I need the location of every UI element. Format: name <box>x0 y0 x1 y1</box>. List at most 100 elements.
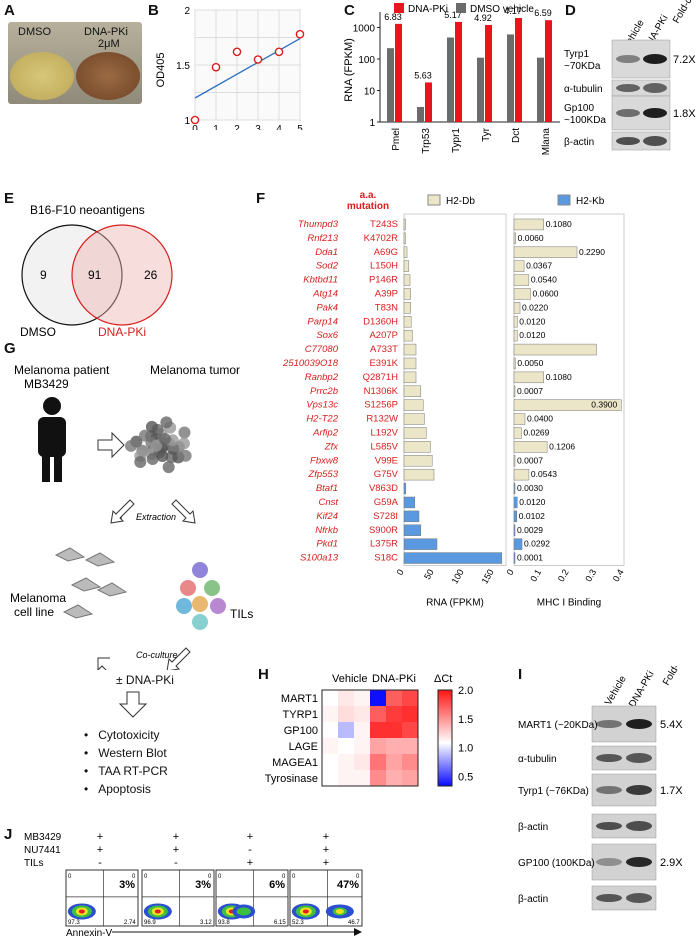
heatmap-cell <box>354 770 370 786</box>
quadrant-q2: 0 <box>208 874 212 880</box>
mutation-label: V99E <box>375 455 398 466</box>
col-group-dnapki: DNA-PKi <box>372 673 416 685</box>
apoptosis-percent: 47% <box>337 879 359 891</box>
x-tick-label: 0.2 <box>556 568 571 584</box>
mhc-value-label: 0.0400 <box>527 414 553 424</box>
blot-fold-value: 7.2X <box>673 54 696 66</box>
category-label: Typr1 <box>451 128 462 153</box>
col-group-vehicle: Vehicle <box>332 673 367 685</box>
arrow-coculture-left-icon <box>97 657 110 670</box>
heatmap-cell <box>338 738 354 754</box>
quadrant-q3: 96.9 <box>144 920 156 926</box>
heatmap-cell <box>322 706 338 722</box>
gene-label: Zfx <box>324 441 339 452</box>
apoptosis-percent: 3% <box>119 879 135 891</box>
legend-label-db: H2-Db <box>446 196 475 207</box>
legend-swatch-kb <box>557 194 571 206</box>
blot-row-label: β-actin <box>518 894 548 905</box>
y-tick-label: 100 <box>358 55 375 66</box>
gene-label: Sox6 <box>316 330 338 341</box>
mutation-label: N1306K <box>364 386 399 397</box>
fold-annotation: 4.17 <box>504 6 522 16</box>
quadrant-q1: 0 <box>292 874 296 880</box>
panel-label-i: I <box>518 666 523 683</box>
rna-bar <box>403 260 410 272</box>
condition-label: MB3429 <box>24 832 62 843</box>
y-tick-label: 1 <box>184 116 190 127</box>
mhc-value-label: 0.0029 <box>517 525 543 535</box>
mutation-label: T83N <box>375 302 398 313</box>
heatmap-cell <box>370 722 386 738</box>
blot-row-size: ~70KDa <box>564 61 601 72</box>
blot-band <box>643 108 667 118</box>
x-tick-label: 0 <box>192 124 198 130</box>
panel-label-f: F <box>256 190 266 207</box>
extraction-label: Extraction <box>136 512 176 522</box>
heatmap-cell <box>402 738 418 754</box>
heatmap-row-label: MART1 <box>281 693 318 705</box>
quadrant-q4: 3.12 <box>200 920 212 926</box>
tumor-cell <box>146 453 159 466</box>
mhc-bar <box>513 371 544 384</box>
mhc-bar <box>513 316 518 328</box>
blot-band <box>616 55 640 63</box>
mutation-label: S728I <box>373 511 398 522</box>
blot-band <box>616 137 640 145</box>
mutation-header-2: mutation <box>347 201 389 212</box>
heatmap-cell <box>354 722 370 738</box>
blot-row-size: ~100KDa <box>564 115 606 126</box>
melanoma-cell <box>84 552 116 567</box>
cell-line-icon <box>54 547 128 619</box>
gene-label: Kbtbd11 <box>303 275 338 286</box>
gene-label: Prrc2b <box>310 386 338 397</box>
blot-band <box>643 83 667 93</box>
gene-label: Pak4 <box>316 302 338 313</box>
mutation-label: G75V <box>374 469 399 480</box>
blot-band <box>643 136 667 146</box>
blot-row-label: Tyrp1 (~76KDa) <box>518 786 589 797</box>
data-point <box>295 29 305 39</box>
panel-label-b: B <box>148 2 159 19</box>
panel-label-c: C <box>344 2 355 19</box>
mutation-label: A207P <box>369 330 398 341</box>
rna-bar <box>403 524 422 536</box>
mhc-bar <box>513 218 544 231</box>
heatmap-row-label: MAGEA1 <box>272 757 318 769</box>
tumor-cell <box>162 461 175 474</box>
bar-dmso <box>447 37 454 122</box>
blot-band <box>626 719 652 729</box>
mhc-bar <box>513 232 516 245</box>
col-label-vehicle: Vehicle <box>603 674 629 708</box>
mhc-bar <box>513 302 521 314</box>
tumor-icon <box>125 416 192 474</box>
mutation-header: a.a. <box>360 190 377 201</box>
quadrant-q2: 0 <box>132 874 136 880</box>
rna-bar <box>403 371 417 384</box>
panel-label-a: A <box>4 2 15 19</box>
tils-label: TILs <box>230 607 253 621</box>
blot-band <box>596 822 622 830</box>
mutation-label: S900R <box>369 525 398 536</box>
mhc-bar <box>513 288 531 300</box>
legend-swatch-dnapki <box>394 3 404 13</box>
tumor-cell <box>150 439 163 452</box>
x-tick-label: 0.3 <box>583 568 598 584</box>
panel-label-e: E <box>4 190 15 207</box>
condition-sign: + <box>173 844 179 856</box>
y-tick-label: 1.5 <box>176 61 190 72</box>
melanoma-cell <box>54 547 86 562</box>
y-tick-label: 2 <box>184 6 190 17</box>
y-tick-label: 1 <box>369 118 375 129</box>
til-cell <box>192 596 208 612</box>
condition-sign: + <box>97 844 103 856</box>
tumor-cell <box>177 437 190 450</box>
quadrant-q2: 0 <box>282 874 286 880</box>
y-axis-label: OD405 <box>155 53 167 88</box>
person-icon <box>38 397 66 482</box>
mhc-bar <box>513 274 530 286</box>
dnapki-well <box>76 52 140 100</box>
gene-label: Parp14 <box>307 316 338 327</box>
blot-band <box>626 893 652 903</box>
colorbar-tick: 0.5 <box>458 771 473 783</box>
